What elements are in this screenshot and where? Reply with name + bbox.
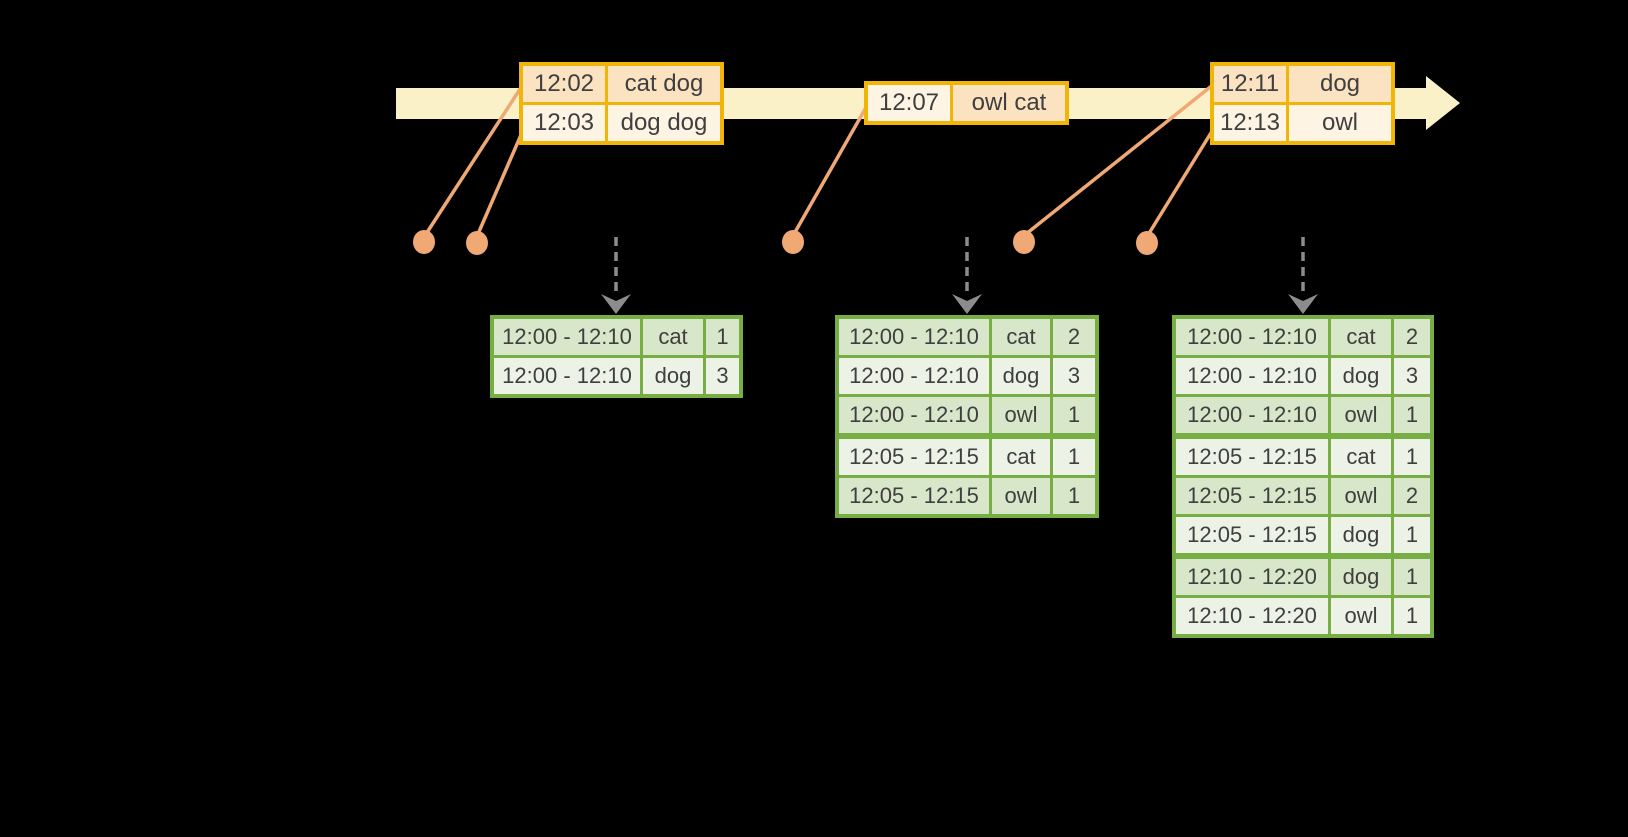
count-cell: 3: [706, 358, 739, 394]
window-cell: 12:05 - 12:15: [1176, 478, 1328, 514]
event-words-cell: dog: [1289, 66, 1391, 102]
count-cell: 1: [706, 319, 739, 355]
event-connector-line: [424, 85, 524, 235]
event-words-cell: owl cat: [953, 85, 1065, 121]
window-cell: 12:10 - 12:20: [1176, 598, 1328, 634]
event-words-cell: owl: [1289, 105, 1391, 141]
window-cell: 12:00 - 12:10: [839, 397, 989, 433]
count-cell: 1: [1394, 439, 1430, 475]
word-cell: owl: [992, 478, 1050, 514]
word-cell: owl: [992, 397, 1050, 433]
window-cell: 12:05 - 12:15: [839, 439, 989, 475]
word-cell: dog: [1331, 358, 1391, 394]
word-cell: cat: [1331, 439, 1391, 475]
event-connector-line: [792, 103, 870, 235]
count-cell: 2: [1394, 319, 1430, 355]
count-cell: 1: [1053, 478, 1095, 514]
word-cell: dog: [643, 358, 703, 394]
timeline-arrow-icon: [1426, 76, 1460, 130]
count-cell: 3: [1053, 358, 1095, 394]
word-cell: owl: [1331, 478, 1391, 514]
count-cell: 1: [1053, 397, 1095, 433]
word-cell: cat: [643, 319, 703, 355]
word-cell: dog: [1331, 559, 1391, 595]
event-time-cell: 12:07: [868, 85, 950, 121]
event-connector-line: [476, 127, 526, 235]
word-cell: cat: [992, 439, 1050, 475]
window-cell: 12:00 - 12:10: [1176, 319, 1328, 355]
window-cell: 12:05 - 12:15: [1176, 439, 1328, 475]
event-time-cell: 12:03: [523, 105, 605, 141]
event-time-cell: 12:13: [1214, 105, 1286, 141]
window-cell: 12:00 - 12:10: [839, 319, 989, 355]
event-words-cell: cat dog: [608, 66, 720, 102]
window-cell: 12:05 - 12:15: [839, 478, 989, 514]
window-cell: 12:00 - 12:10: [494, 319, 640, 355]
count-cell: 1: [1053, 439, 1095, 475]
word-cell: owl: [1331, 397, 1391, 433]
word-cell: dog: [992, 358, 1050, 394]
trigger-arrow-icon: [601, 237, 631, 314]
event-marker-dot-icon: [1013, 230, 1035, 254]
count-cell: 2: [1394, 478, 1430, 514]
word-cell: cat: [1331, 319, 1391, 355]
event-connector-line: [1146, 127, 1216, 236]
window-cell: 12:00 - 12:10: [1176, 358, 1328, 394]
count-cell: 1: [1394, 397, 1430, 433]
word-cell: dog: [1331, 517, 1391, 553]
window-cell: 12:10 - 12:20: [1176, 559, 1328, 595]
event-time-cell: 12:02: [523, 66, 605, 102]
event-marker-dot-icon: [1136, 231, 1158, 255]
window-cell: 12:00 - 12:10: [494, 358, 640, 394]
count-cell: 2: [1053, 319, 1095, 355]
event-words-cell: dog dog: [608, 105, 720, 141]
count-cell: 1: [1394, 598, 1430, 634]
count-cell: 3: [1394, 358, 1430, 394]
window-cell: 12:00 - 12:10: [1176, 397, 1328, 433]
word-cell: owl: [1331, 598, 1391, 634]
window-cell: 12:00 - 12:10: [839, 358, 989, 394]
event-connector-line: [1024, 82, 1216, 236]
window-cell: 12:05 - 12:15: [1176, 517, 1328, 553]
count-cell: 1: [1394, 559, 1430, 595]
event-time-cell: 12:11: [1214, 66, 1286, 102]
count-cell: 1: [1394, 517, 1430, 553]
event-marker-dot-icon: [466, 231, 488, 255]
trigger-arrow-icon: [1288, 237, 1318, 314]
trigger-arrow-icon: [952, 237, 982, 314]
event-marker-dot-icon: [413, 230, 435, 254]
word-cell: cat: [992, 319, 1050, 355]
event-marker-dot-icon: [782, 230, 804, 254]
